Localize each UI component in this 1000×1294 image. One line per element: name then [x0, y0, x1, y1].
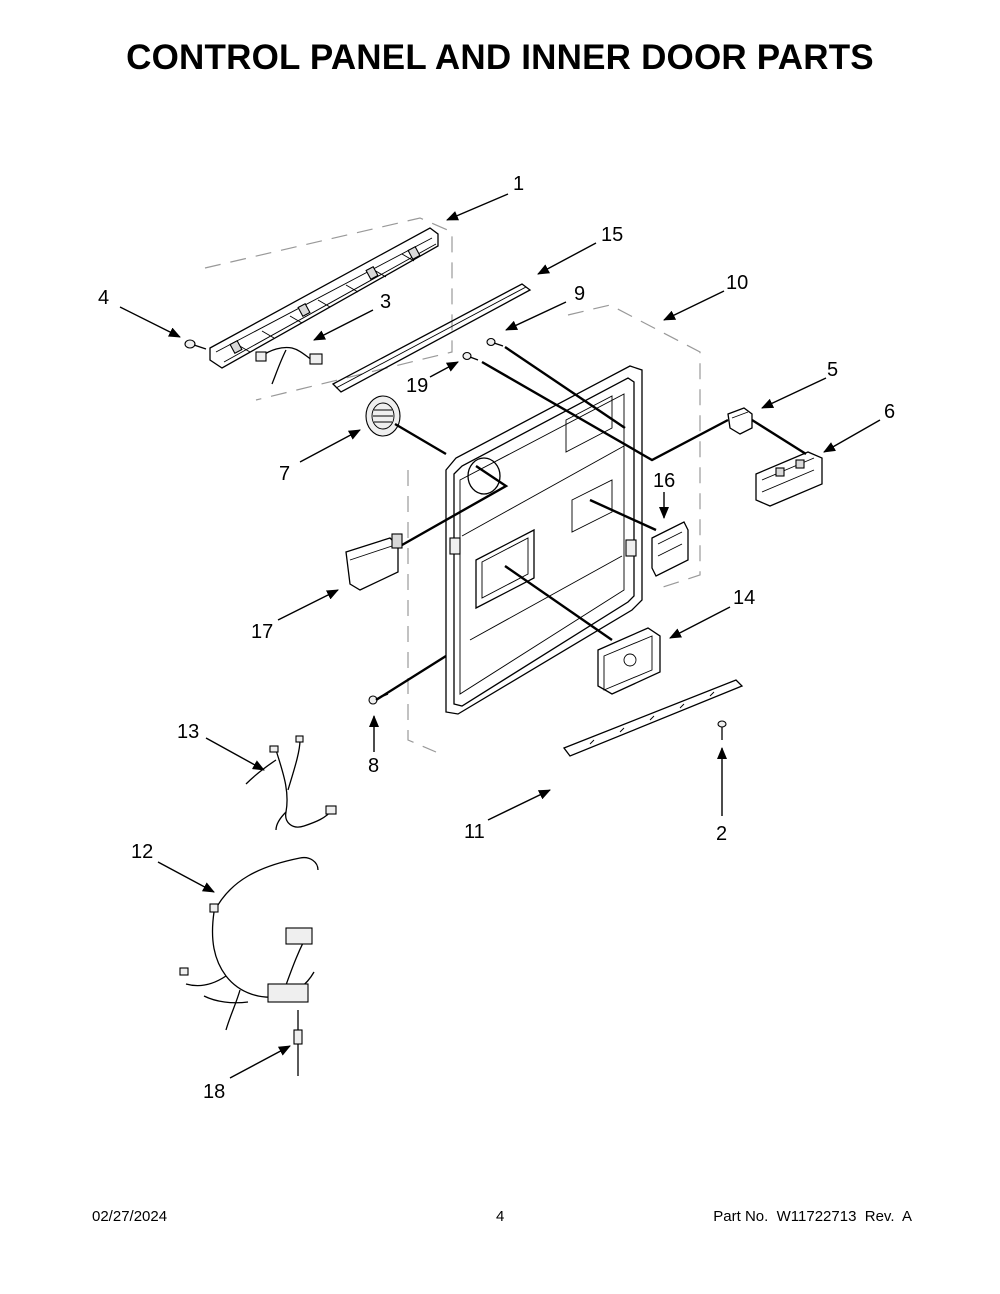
callout-6: 6 — [884, 401, 895, 423]
callout-10: 10 — [726, 272, 748, 294]
phantom-outline-control-panel — [204, 217, 453, 401]
part-5-connector — [727, 407, 753, 435]
callout-5: 5 — [827, 359, 838, 381]
part-14-dispenser — [597, 627, 661, 695]
part-19-screw — [462, 351, 479, 361]
footer-page-number: 4 — [496, 1208, 505, 1225]
callout-7: 7 — [279, 463, 290, 485]
callout-16: 16 — [653, 470, 675, 492]
callout-3: 3 — [380, 291, 391, 313]
callout-19: 19 — [406, 375, 428, 397]
callout-2: 2 — [716, 823, 727, 845]
callout-1: 1 — [513, 173, 524, 195]
callout-15: 15 — [601, 224, 623, 246]
part-4-screw — [184, 339, 207, 350]
part-1-control-panel — [209, 227, 439, 369]
page-title: CONTROL PANEL AND INNER DOOR PARTS — [126, 38, 874, 77]
callout-17: 17 — [251, 621, 273, 643]
callout-12: 12 — [131, 841, 153, 863]
part-11-door-bar — [562, 679, 744, 757]
part-2-screw — [717, 720, 727, 740]
part-6-control-board — [755, 451, 823, 507]
part-17-dispenser-cover — [345, 533, 403, 591]
part-3-harness — [255, 346, 323, 385]
part-16-latch — [651, 521, 689, 577]
part-10-inner-door — [445, 365, 643, 715]
callout-13: 13 — [177, 721, 199, 743]
callout-18: 18 — [203, 1081, 225, 1103]
part-9-screw — [486, 337, 504, 347]
callout-9: 9 — [574, 283, 585, 305]
callout-14: 14 — [733, 587, 755, 609]
part-7-vent — [365, 395, 401, 437]
callout-11: 11 — [464, 821, 485, 843]
footer-date: 02/27/2024 — [92, 1208, 168, 1225]
callout-8: 8 — [368, 755, 379, 777]
part-12-main-harness — [179, 856, 319, 1031]
callout-4: 4 — [98, 287, 109, 309]
part-18-thermal-fuse — [293, 1010, 303, 1076]
part-13-wire-harness — [245, 735, 337, 831]
leader-lines — [375, 346, 807, 702]
part-15-gasket — [331, 283, 532, 393]
callout-labels: 1 2 3 4 5 6 7 8 9 10 11 12 13 14 15 16 1… — [98, 173, 895, 1103]
footer-part-number: Part No. W11722713 Rev. A — [713, 1208, 912, 1225]
callout-arrows — [119, 193, 881, 1079]
phantom-outline-inner-door — [407, 304, 701, 753]
